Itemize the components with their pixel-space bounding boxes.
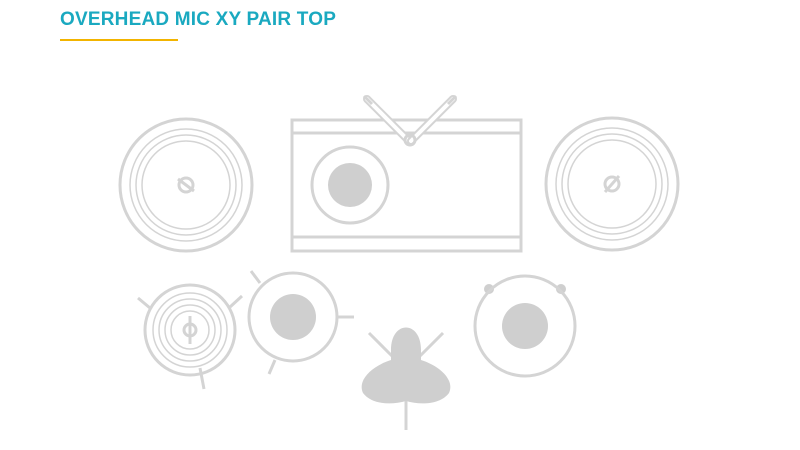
bass-drum — [290, 118, 523, 253]
title-underline — [60, 39, 178, 41]
drum-throne — [361, 327, 451, 430]
mic-icon — [407, 94, 458, 145]
cymbal-stand-icon — [182, 316, 198, 344]
rack-tom — [247, 270, 354, 375]
cymbal-stand-icon — [603, 175, 621, 193]
right-cymbal — [544, 116, 680, 252]
hi-hat — [137, 283, 244, 390]
left-cymbal — [118, 117, 254, 253]
xy-mic-pair — [362, 94, 458, 147]
mic-icon — [362, 94, 413, 145]
floor-tom — [473, 274, 577, 378]
bass-drum-head — [310, 145, 390, 225]
cymbal-stand-icon — [177, 176, 195, 194]
diagram-title: OVERHEAD MIC XY PAIR TOP — [60, 9, 337, 30]
